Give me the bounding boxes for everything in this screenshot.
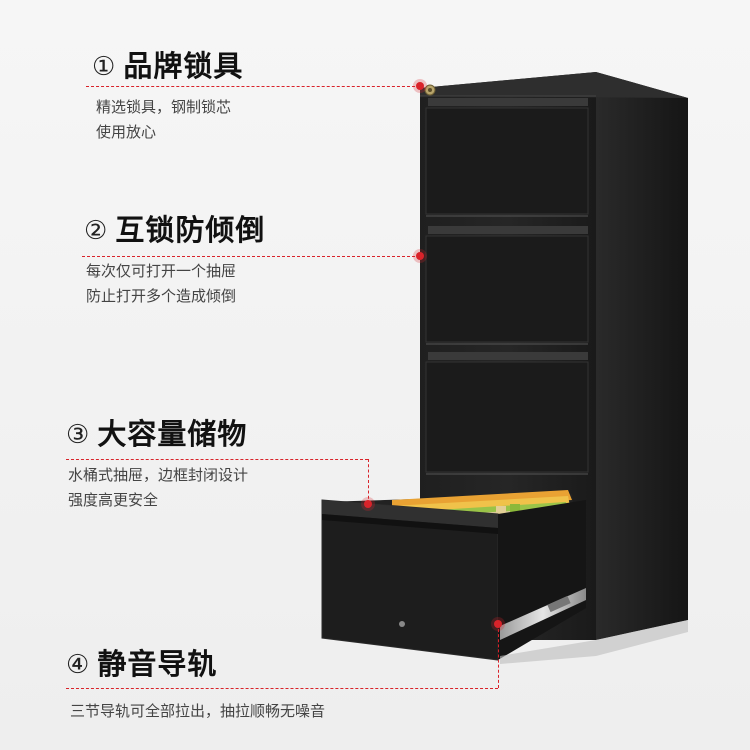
leader-line-3 (66, 459, 368, 460)
drawer-1 (425, 98, 589, 217)
feature-number: ② (84, 215, 108, 246)
marker-dot-4 (494, 620, 502, 628)
drawer-2 (425, 226, 589, 345)
feature-desc-line: 三节导轨可全部拉出，抽拉顺畅无噪音 (70, 702, 326, 720)
feature-lock: ① 品牌锁具 精选锁具，钢制锁芯 使用放心 (92, 52, 243, 145)
feature-title: 大容量储物 (97, 417, 248, 451)
marker-dot-2 (416, 252, 424, 260)
feature-desc-line: 使用放心 (96, 123, 157, 141)
feature-number: ④ (66, 649, 90, 680)
feature-desc-line: 强度高更安全 (68, 491, 159, 509)
feature-interlock: ② 互锁防倾倒 每次仅可打开一个抽屉 防止打开多个造成倾倒 (84, 216, 265, 309)
feature-desc-line: 精选锁具，钢制锁芯 (96, 98, 232, 116)
marker-dot-1 (416, 82, 424, 90)
feature-storage: ③ 大容量储物 水桶式抽屉，边框封闭设计 强度高更安全 (66, 420, 248, 513)
marker-dot-3 (364, 500, 372, 508)
lock-icon (424, 84, 436, 96)
cabinet-side (596, 72, 688, 640)
feature-number: ③ (66, 419, 90, 450)
feature-silent-rail: ④ 静音导轨 三节导轨可全部拉出，抽拉顺畅无噪音 (66, 650, 325, 724)
leader-line-4b (498, 624, 499, 688)
leader-line-4 (66, 688, 498, 689)
feature-desc-line: 水桶式抽屉，边框封闭设计 (68, 466, 249, 484)
feature-number: ① (92, 51, 116, 82)
feature-title: 互锁防倾倒 (115, 213, 266, 247)
feature-desc-line: 每次仅可打开一个抽屉 (86, 262, 237, 280)
open-drawer (321, 490, 586, 661)
feature-desc-line: 防止打开多个造成倾倒 (86, 287, 237, 305)
feature-title: 静音导轨 (97, 647, 218, 681)
drawer-3 (425, 352, 589, 475)
leader-line-3b (368, 459, 369, 504)
feature-title: 品牌锁具 (123, 49, 244, 83)
leader-line-2 (82, 256, 420, 257)
leader-line-1 (86, 86, 420, 87)
